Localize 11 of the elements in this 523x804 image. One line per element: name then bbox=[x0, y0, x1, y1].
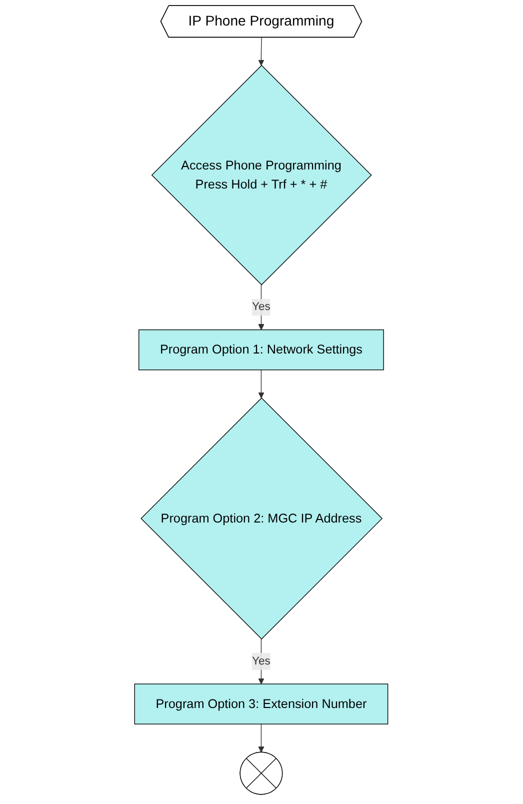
edge-label: Yes bbox=[252, 300, 271, 313]
arrow bbox=[258, 37, 265, 66]
arrow bbox=[258, 724, 265, 752]
node-diamond: Program Option 2: MGC IP Address bbox=[140, 397, 383, 640]
edge-label: Yes bbox=[252, 655, 271, 668]
arrow bbox=[258, 370, 265, 398]
arrow bbox=[258, 284, 265, 330]
arrow bbox=[258, 638, 265, 684]
node-box: Program Option 1: Network Settings bbox=[138, 329, 384, 370]
node-diamond: Access Phone Programming Press Hold + Trf + * + # bbox=[152, 64, 372, 286]
node-box: Program Option 3: Extension Number bbox=[134, 684, 388, 724]
